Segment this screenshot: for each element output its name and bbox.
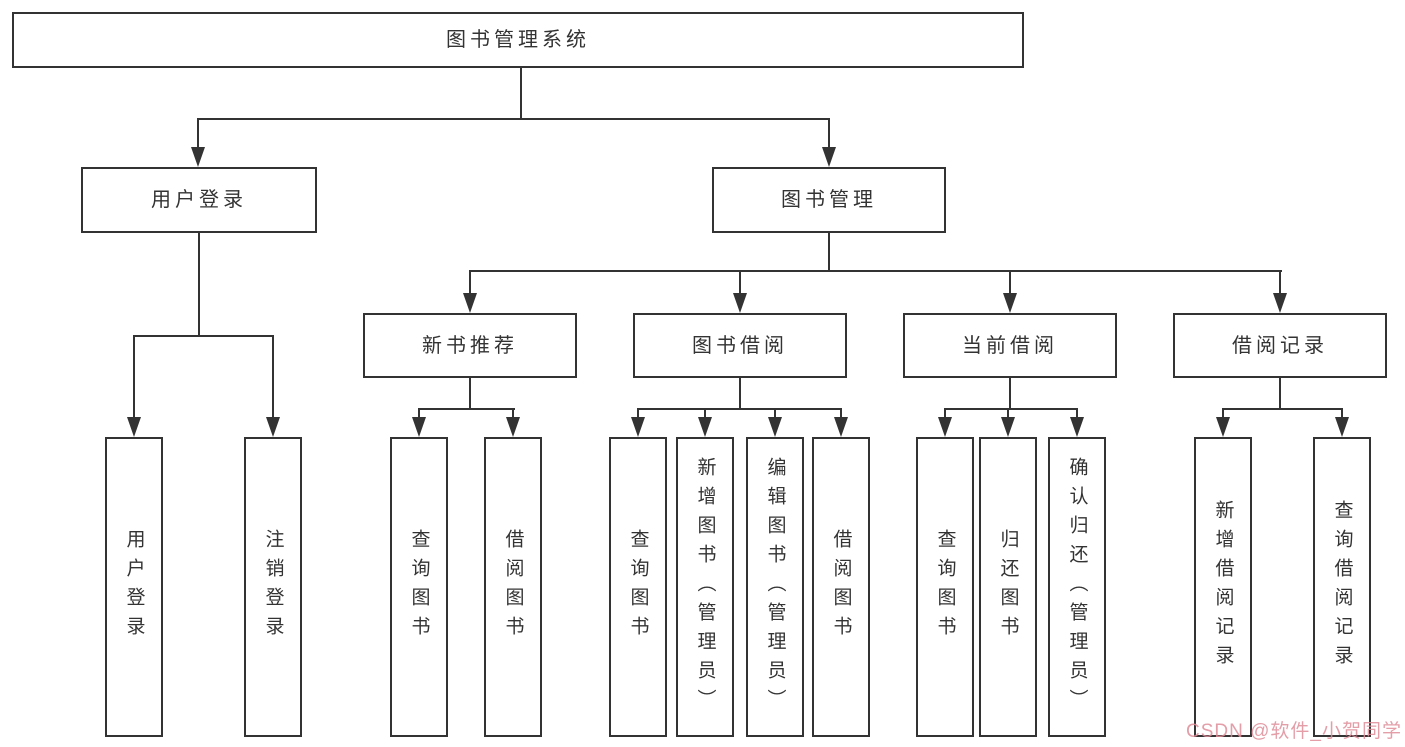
leaf-borrow-query-books: 查询图书 (609, 437, 667, 737)
connector-drop-leaf-recommend-0 (418, 408, 420, 417)
connector-drop-leaf-user-0 (133, 335, 135, 417)
connector-drop-leaf-records-1 (1341, 408, 1343, 417)
leaf-borrow-borrow-books: 借阅图书 (812, 437, 870, 737)
arrowhead-leaf-records-1 (1335, 417, 1349, 437)
connector-drop-leaf-recommend-1 (512, 408, 514, 417)
connector-user-stem (198, 233, 200, 335)
arrowhead-leaf-current-1 (1001, 417, 1015, 437)
arrowhead-leaf-borrow-2 (768, 417, 782, 437)
node-current-borrow: 当前借阅 (903, 313, 1117, 378)
connector-root-hbar (197, 118, 830, 120)
arrowhead-leaf-user-0 (127, 417, 141, 437)
connector-borrow-hbar (637, 408, 842, 410)
leaf-current-return-books: 归还图书 (979, 437, 1037, 737)
connector-records-stem (1279, 378, 1281, 408)
connector-mgmt-hbar (469, 270, 1282, 272)
node-book-borrow: 图书借阅 (633, 313, 847, 378)
node-new-book-recommend: 新书推荐 (363, 313, 577, 378)
arrowhead-leaf-current-0 (938, 417, 952, 437)
node-book-management: 图书管理 (712, 167, 946, 233)
connector-drop-leaf-current-2 (1076, 408, 1078, 417)
connector-drop-leaf-borrow-1 (704, 408, 706, 417)
connector-current-stem (1009, 378, 1011, 408)
connector-recommend-hbar (418, 408, 515, 410)
connector-drop-leaf-current-1 (1007, 408, 1009, 417)
arrowhead-leaf-records-0 (1216, 417, 1230, 437)
node-user-login: 用户登录 (81, 167, 317, 233)
arrowhead-leaf-current-2 (1070, 417, 1084, 437)
leaf-borrow-edit-books-admin: 编辑图书（管理员） (746, 437, 804, 737)
arrowhead-current (1003, 293, 1017, 313)
leaf-user-login: 用户登录 (105, 437, 163, 737)
leaf-recommend-borrow-books: 借阅图书 (484, 437, 542, 737)
connector-drop-borrow (739, 270, 741, 293)
arrowhead-user-login (191, 147, 205, 167)
arrowhead-records (1273, 293, 1287, 313)
node-borrow-records: 借阅记录 (1173, 313, 1387, 378)
leaf-borrow-add-books-admin: 新增图书（管理员） (676, 437, 734, 737)
leaf-recommend-query-books: 查询图书 (390, 437, 448, 737)
connector-current-hbar (944, 408, 1078, 410)
arrowhead-borrow (733, 293, 747, 313)
connector-borrow-stem (739, 378, 741, 408)
connector-records-hbar (1222, 408, 1343, 410)
connector-mgmt-stem (828, 233, 830, 270)
arrowhead-leaf-borrow-3 (834, 417, 848, 437)
connector-drop-leaf-borrow-0 (637, 408, 639, 417)
connector-drop-book-management (828, 118, 830, 148)
arrowhead-leaf-borrow-1 (698, 417, 712, 437)
connector-drop-leaf-records-0 (1222, 408, 1224, 417)
connector-recommend-stem (469, 378, 471, 408)
arrowhead-book-management (822, 147, 836, 167)
connector-drop-leaf-borrow-2 (774, 408, 776, 417)
connector-drop-leaf-current-0 (944, 408, 946, 417)
connector-drop-recommend (469, 270, 471, 293)
connector-drop-current (1009, 270, 1011, 293)
arrowhead-leaf-recommend-1 (506, 417, 520, 437)
leaf-current-query-books: 查询图书 (916, 437, 974, 737)
connector-drop-records (1279, 270, 1281, 293)
arrowhead-leaf-user-1 (266, 417, 280, 437)
leaf-current-confirm-return-admin: 确认归还（管理员） (1048, 437, 1106, 737)
arrowhead-leaf-recommend-0 (412, 417, 426, 437)
leaf-records-add-record: 新增借阅记录 (1194, 437, 1252, 737)
leaf-logout: 注销登录 (244, 437, 302, 737)
arrowhead-leaf-borrow-0 (631, 417, 645, 437)
connector-drop-leaf-borrow-3 (840, 408, 842, 417)
node-root-library-system: 图书管理系统 (12, 12, 1024, 68)
leaf-records-query-record: 查询借阅记录 (1313, 437, 1371, 737)
connector-drop-user-login (197, 118, 199, 148)
connector-root-stem (520, 68, 522, 118)
csdn-watermark: CSDN @软件_小贺同学 (1186, 721, 1402, 742)
arrowhead-recommend (463, 293, 477, 313)
connector-user-hbar (133, 335, 274, 337)
connector-drop-leaf-user-1 (272, 335, 274, 417)
